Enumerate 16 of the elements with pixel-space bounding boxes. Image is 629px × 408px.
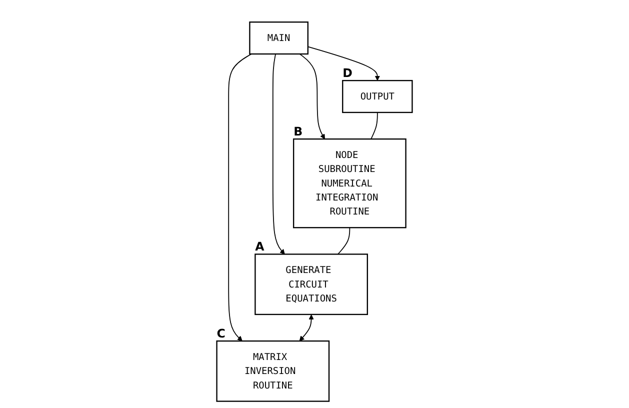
node-letter: B (294, 124, 303, 138)
node-letter: D (342, 66, 352, 80)
node-box: GENERATE CIRCUIT EQUATIONS (254, 254, 368, 316)
node-box: OUTPUT (342, 80, 413, 114)
node-letter: C (216, 326, 226, 340)
arrow (272, 54, 285, 254)
arrow (299, 314, 314, 342)
connector (338, 227, 350, 255)
node-letter: A (255, 240, 264, 254)
node-box: MAIN (249, 22, 308, 55)
arrow (307, 46, 380, 81)
node-box: MATRIX INVERSION ROUTINE (216, 340, 330, 402)
node-box: NODE SUBROUTINE NUMERICAL INTEGRATION ROUTINE (292, 138, 406, 228)
arrow (228, 54, 252, 342)
arrow (299, 54, 325, 140)
connector (370, 112, 378, 140)
